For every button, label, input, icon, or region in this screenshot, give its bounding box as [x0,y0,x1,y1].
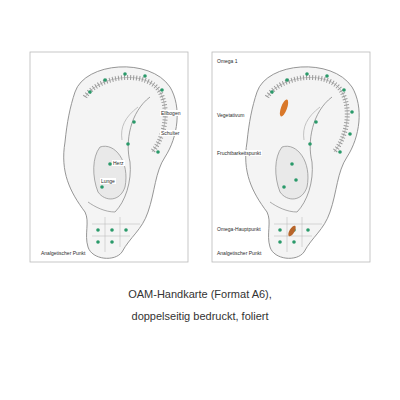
right-card [212,52,370,262]
point-label: Ellbogen [160,110,181,116]
point-label: Schulter [160,130,180,136]
point-label: Fruchtbarkeitspunkt [216,150,262,156]
left-card [30,52,188,262]
point-label: Omega-Hauptpunkt [216,226,262,232]
zone-marker [287,225,297,238]
point-label: Analgetischer Punkt [40,250,86,256]
point-label: Analgetischer Punkt [216,250,262,256]
point-label: Lunge [100,178,116,184]
caption: OAM-Handkarte (Format A6), doppelseitig … [115,283,285,327]
point-label: Omega 1 [216,58,239,64]
zone-marker [278,99,290,118]
point-label: Vegetativum [216,112,246,118]
point-label: Herz [112,160,125,166]
